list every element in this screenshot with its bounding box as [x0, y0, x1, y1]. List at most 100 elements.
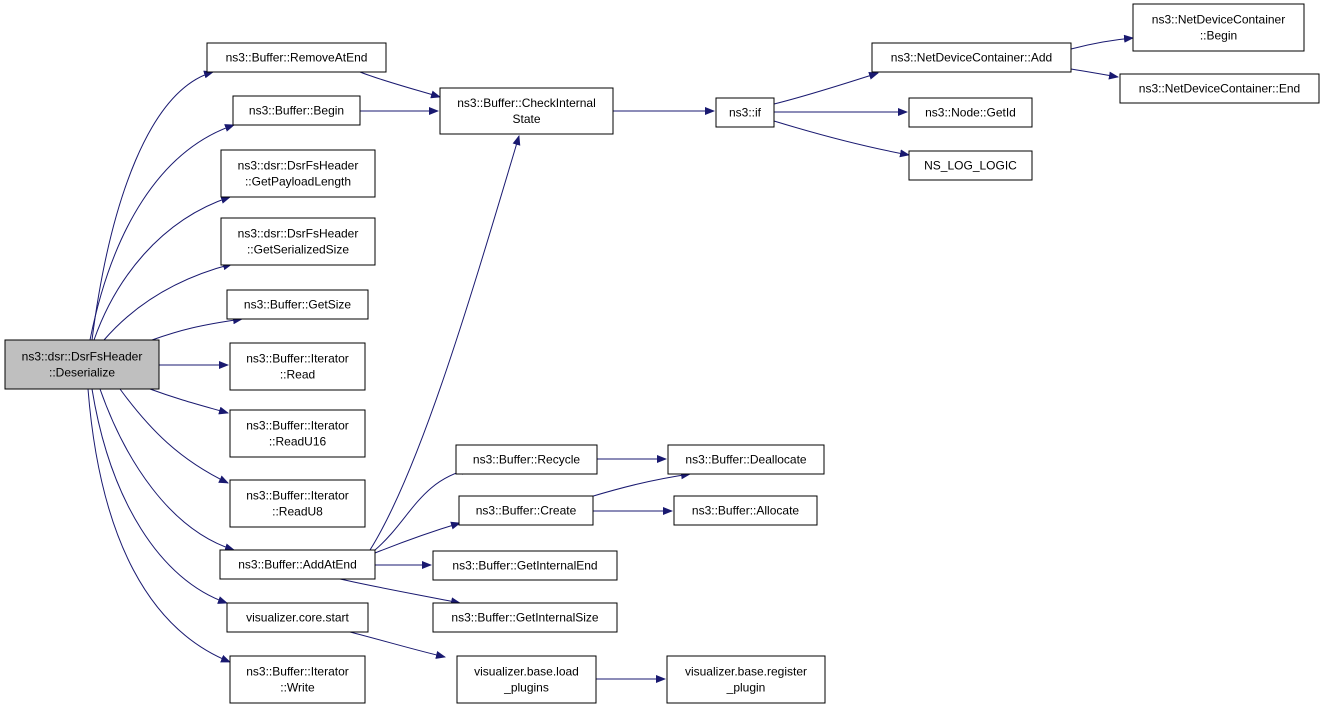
edge-line: [369, 135, 521, 551]
edge-root-to-addAtEnd: [99, 388, 235, 552]
edges-layer: [87, 34, 1134, 683]
node-label: ns3::dsr::DsrFsHeader: [238, 159, 359, 173]
node-box: [232, 95, 361, 126]
node-label: State: [512, 112, 540, 126]
edge-root-to-getSerializedSize: [103, 262, 233, 341]
edge-line: [1070, 68, 1119, 80]
node-root[interactable]: ns3::dsr::DsrFsHeader::Deserialize: [4, 339, 160, 390]
node-ndcEnd[interactable]: ns3::NetDeviceContainer::End: [1119, 73, 1320, 104]
node-create[interactable]: ns3::Buffer::Create: [458, 495, 594, 526]
node-label: ::GetSerializedSize: [247, 243, 349, 257]
edge-line: [349, 631, 446, 659]
edge-create-to-deallocate: [589, 471, 691, 498]
node-box: [226, 289, 369, 320]
edge-line: [91, 388, 228, 604]
node-ndcBegin[interactable]: ns3::NetDeviceContainer::Begin: [1132, 3, 1305, 52]
edge-line: [87, 388, 231, 663]
node-box: [871, 42, 1072, 73]
node-box: [226, 602, 369, 633]
node-readU8[interactable]: ns3::Buffer::Iterator::ReadU8: [229, 479, 366, 528]
node-label: ns3::Buffer::GetSize: [244, 298, 351, 312]
node-removeAtEnd[interactable]: ns3::Buffer::RemoveAtEnd: [206, 42, 387, 73]
node-box: [1119, 73, 1320, 104]
edge-ndcAdd-to-ndcEnd: [1070, 68, 1119, 80]
edge-line: [1070, 34, 1134, 50]
node-label: ns3::Node::GetId: [925, 106, 1016, 120]
node-label: ::ReadU16: [269, 435, 327, 449]
node-nsLogLogic[interactable]: NS_LOG_LOGIC: [908, 150, 1033, 181]
node-allocate[interactable]: ns3::Buffer::Allocate: [673, 495, 818, 526]
edge-line: [93, 196, 231, 341]
node-getSize[interactable]: ns3::Buffer::GetSize: [226, 289, 369, 320]
edge-nsif-to-ndcAdd: [773, 71, 879, 105]
node-getInternalSize[interactable]: ns3::Buffer::GetInternalSize: [432, 602, 618, 633]
node-box: [206, 42, 387, 73]
node-label: ns3::Buffer::CheckInternal: [457, 96, 596, 110]
node-vizStart[interactable]: visualizer.core.start: [226, 602, 369, 633]
edge-root-to-vizStart: [91, 388, 228, 604]
node-nodeGetId[interactable]: ns3::Node::GetId: [908, 97, 1033, 128]
node-getPayloadLength[interactable]: ns3::dsr::DsrFsHeader::GetPayloadLength: [220, 149, 376, 198]
node-deallocate[interactable]: ns3::Buffer::Deallocate: [667, 444, 825, 475]
node-ndcAdd[interactable]: ns3::NetDeviceContainer::Add: [871, 42, 1072, 73]
node-nsif[interactable]: ns3::if: [715, 97, 775, 128]
node-loadPlugins[interactable]: visualizer.base.load_plugins: [456, 655, 597, 704]
node-begin[interactable]: ns3::Buffer::Begin: [232, 95, 361, 126]
node-label: ns3::NetDeviceContainer::End: [1139, 82, 1300, 96]
edge-removeAtEnd-to-checkInternal: [359, 71, 441, 99]
edge-root-to-readU8: [119, 388, 229, 484]
edge-line: [773, 71, 879, 105]
node-label: ns3::Buffer::GetInternalSize: [451, 611, 599, 625]
node-box: [715, 97, 775, 128]
node-getInternalEnd[interactable]: ns3::Buffer::GetInternalEnd: [432, 550, 618, 581]
edge-line: [149, 388, 229, 415]
node-box: [220, 149, 376, 198]
node-box: [439, 87, 614, 135]
edge-root-to-begin: [89, 124, 235, 341]
node-label: ::Write: [280, 681, 315, 695]
edge-line: [119, 388, 229, 484]
edge-line: [374, 467, 471, 551]
edge-line: [374, 521, 461, 554]
node-box: [220, 217, 376, 266]
node-label: ::Begin: [1200, 29, 1237, 43]
edge-root-to-readU16: [149, 388, 229, 415]
node-label: NS_LOG_LOGIC: [924, 159, 1017, 173]
node-label: visualizer.base.register: [685, 665, 807, 679]
node-box: [432, 602, 618, 633]
edge-line: [773, 120, 910, 158]
edge-line: [99, 388, 235, 552]
node-box: [4, 339, 160, 390]
node-label: ns3::if: [729, 106, 762, 120]
nodes-layer: ns3::dsr::DsrFsHeader::Deserializens3::B…: [4, 3, 1320, 704]
node-box: [666, 655, 826, 704]
edge-line: [589, 471, 691, 498]
node-label: ns3::Buffer::AddAtEnd: [238, 558, 357, 572]
node-label: ns3::dsr::DsrFsHeader: [22, 350, 143, 364]
node-label: ns3::dsr::DsrFsHeader: [238, 227, 359, 241]
node-box: [432, 550, 618, 581]
node-label: ns3::Buffer::Create: [476, 504, 577, 518]
edge-line: [89, 124, 235, 341]
edge-line: [91, 70, 214, 341]
node-write[interactable]: ns3::Buffer::Iterator::Write: [229, 655, 366, 704]
node-box: [908, 150, 1033, 181]
node-label: ns3::Buffer::GetInternalEnd: [452, 559, 597, 573]
node-box: [673, 495, 818, 526]
node-box: [908, 97, 1033, 128]
node-box: [456, 655, 597, 704]
node-box: [229, 342, 366, 391]
node-label: _plugin: [726, 681, 766, 695]
node-addAtEnd[interactable]: ns3::Buffer::AddAtEnd: [219, 549, 376, 580]
node-getSerializedSize[interactable]: ns3::dsr::DsrFsHeader::GetSerializedSize: [220, 217, 376, 266]
node-read[interactable]: ns3::Buffer::Iterator::Read: [229, 342, 366, 391]
node-readU16[interactable]: ns3::Buffer::Iterator::ReadU16: [229, 409, 366, 458]
node-registerPlugin[interactable]: visualizer.base.register _plugin: [666, 655, 826, 704]
node-box: [458, 495, 594, 526]
node-label: ns3::NetDeviceContainer::Add: [891, 51, 1052, 65]
node-label: ::Read: [280, 368, 315, 382]
edge-addAtEnd-to-checkInternal: [369, 135, 521, 551]
node-recycle[interactable]: ns3::Buffer::Recycle: [455, 444, 598, 475]
